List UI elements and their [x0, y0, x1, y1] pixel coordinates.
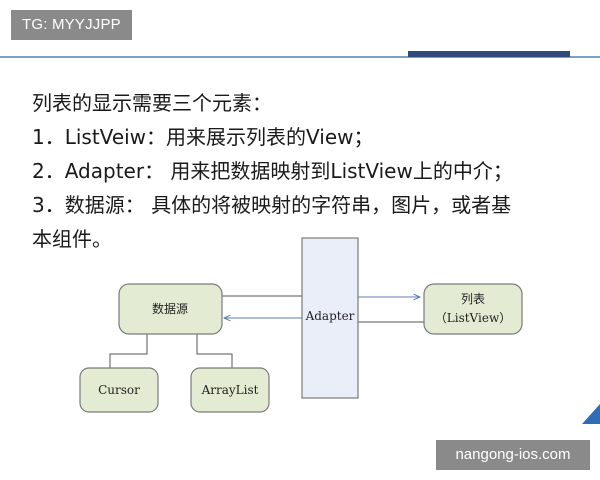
- text-line-adapter: 2．Adapter： 用来把数据映射到ListView上的中介；: [32, 159, 513, 183]
- listview-label-line2: （ListView）: [435, 311, 511, 325]
- watermark-label: nangong-ios.com: [436, 440, 590, 470]
- text-line-intro: 列表的显示需要三个元素：: [32, 91, 272, 115]
- arraylist-node: [190, 367, 270, 413]
- slide-text: 列表的显示需要三个元素： 1．ListVeiw：用来展示列表的View； 2．A…: [32, 86, 577, 256]
- text-line-datasource: 3．数据源： 具体的将被映射的字符串，图片，或者基: [32, 193, 512, 217]
- link-datasource-to-cursor: [109, 334, 148, 368]
- listview-label-line1: 列表: [461, 292, 485, 306]
- datasource-node: [118, 283, 223, 335]
- header-accent-bar: [408, 51, 570, 57]
- adapter-node: [301, 237, 359, 399]
- link-datasource-to-arraylist: [196, 334, 233, 368]
- arraylist-label: ArrayList: [201, 383, 259, 397]
- corner-triangle-decoration: [582, 404, 600, 424]
- cursor-label: Cursor: [98, 383, 140, 397]
- text-line-listview: 1．ListVeiw：用来展示列表的View；: [32, 125, 374, 149]
- adapter-label: Adapter: [305, 309, 355, 323]
- datasource-label: 数据源: [152, 301, 188, 316]
- listview-node: [423, 283, 523, 335]
- text-line-datasource-cont: 本组件。: [32, 227, 112, 251]
- header-divider: [0, 56, 600, 58]
- cursor-node: [79, 367, 159, 413]
- tg-badge: TG: MYYJJPP: [11, 10, 132, 40]
